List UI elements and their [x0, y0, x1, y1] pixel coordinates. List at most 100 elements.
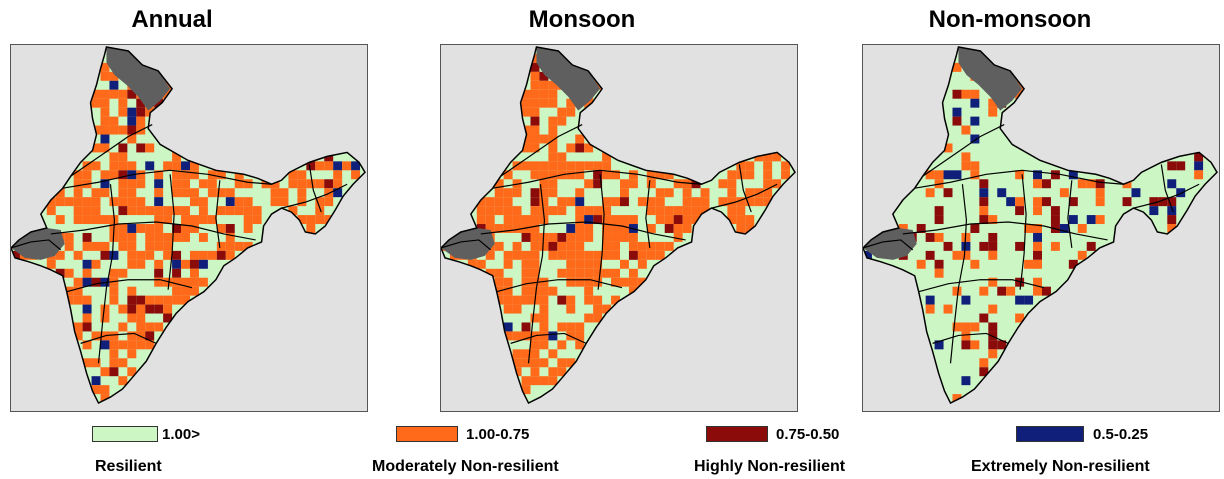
grid-cell	[557, 161, 567, 171]
grid-cell	[494, 241, 504, 251]
grid-cell	[333, 170, 343, 180]
grid-cell	[1024, 295, 1034, 305]
grid-cell	[181, 295, 190, 305]
grid-cell	[530, 358, 540, 368]
grid-cell	[655, 206, 665, 216]
grid-cell	[736, 206, 746, 216]
grid-cell	[503, 188, 513, 198]
grid-cell	[700, 197, 710, 207]
grid-cell	[979, 358, 989, 368]
grid-cell	[979, 367, 989, 377]
grid-cell	[727, 179, 737, 189]
grid-cell	[1149, 197, 1159, 207]
grid-cell	[145, 206, 155, 216]
grid-cell	[109, 170, 119, 180]
grid-cell	[539, 188, 549, 198]
grid-cell	[718, 179, 728, 189]
grid-cell	[718, 197, 728, 207]
grid-cell	[127, 241, 137, 251]
grid-cell	[73, 295, 83, 305]
grid-cell	[646, 197, 656, 207]
grid-cell	[557, 295, 567, 305]
grid-cell	[181, 259, 190, 269]
grid-cell	[225, 206, 235, 216]
grid-cell	[566, 170, 576, 180]
grid-cell	[611, 277, 620, 287]
grid-cell	[521, 286, 531, 296]
grid-cell	[566, 241, 576, 251]
grid-cell	[673, 215, 683, 225]
grid-cell	[548, 134, 558, 144]
grid-cell	[548, 367, 558, 377]
grid-cell	[997, 340, 1007, 350]
grid-cell	[1024, 224, 1034, 233]
grid-cell	[154, 259, 164, 269]
grid-cell	[1158, 197, 1168, 207]
grid-cell	[763, 179, 773, 189]
grid-cell	[611, 250, 620, 260]
terrain-region	[536, 46, 601, 111]
grid-cell	[503, 322, 513, 332]
grid-cell	[1041, 179, 1051, 189]
grid-cell	[619, 232, 629, 242]
grid-cell	[1122, 197, 1132, 207]
grid-cell	[476, 259, 486, 269]
grid-cell	[216, 250, 226, 260]
grid-cell	[163, 250, 173, 260]
grid-cell	[512, 331, 522, 341]
grid-cell	[584, 206, 594, 216]
grid-cell	[172, 179, 182, 189]
grid-cell	[476, 215, 486, 225]
grid-cell	[333, 161, 343, 171]
grid-cell	[898, 224, 908, 233]
grid-cell	[602, 241, 612, 251]
grid-cell	[539, 322, 549, 332]
grid-cell	[530, 224, 540, 233]
grid-cell	[619, 224, 629, 233]
grid-cell	[1068, 259, 1078, 269]
grid-cell	[172, 250, 182, 260]
grid-cell	[494, 224, 504, 233]
grid-cell	[172, 277, 182, 287]
grid-cell	[485, 224, 495, 233]
legend-swatch-resilient	[92, 426, 158, 442]
grid-cell	[172, 152, 182, 162]
grid-cell	[136, 259, 146, 269]
grid-cell	[136, 313, 146, 323]
grid-cell	[225, 232, 235, 242]
state-boundary	[441, 239, 492, 251]
grid-cell	[1015, 241, 1025, 251]
grid-cell	[127, 331, 137, 341]
grid-cell	[575, 224, 585, 233]
grid-cell	[557, 268, 567, 278]
grid-cell	[252, 215, 262, 225]
grid-cell	[109, 268, 119, 278]
grid-cell	[127, 349, 137, 359]
grid-cell	[64, 232, 74, 242]
grid-cell	[118, 322, 128, 332]
grid-cell	[154, 304, 164, 314]
grid-cell	[700, 206, 710, 216]
panel-title-annual: Annual	[131, 6, 213, 33]
grid-cell	[154, 170, 164, 180]
grid-cell	[91, 98, 101, 108]
grid-cell	[198, 259, 208, 269]
grid-cell	[11, 250, 20, 260]
grid-cell	[1095, 215, 1105, 225]
grid-cell	[566, 143, 576, 153]
grid-cell	[351, 170, 361, 180]
grid-cell	[745, 170, 755, 180]
grid-cell	[548, 143, 558, 153]
grid-cell	[772, 179, 782, 189]
grid-cell	[118, 161, 128, 171]
map-panel-monsoon	[440, 44, 798, 412]
grid-cell	[189, 188, 199, 198]
grid-cell	[485, 206, 495, 216]
grid-cell	[100, 71, 110, 81]
grid-cell	[109, 286, 119, 296]
grid-cell	[55, 268, 65, 278]
grid-cell	[243, 179, 253, 189]
grid-cell	[109, 349, 119, 359]
grid-cell	[979, 206, 989, 216]
grid-cell	[970, 134, 980, 144]
